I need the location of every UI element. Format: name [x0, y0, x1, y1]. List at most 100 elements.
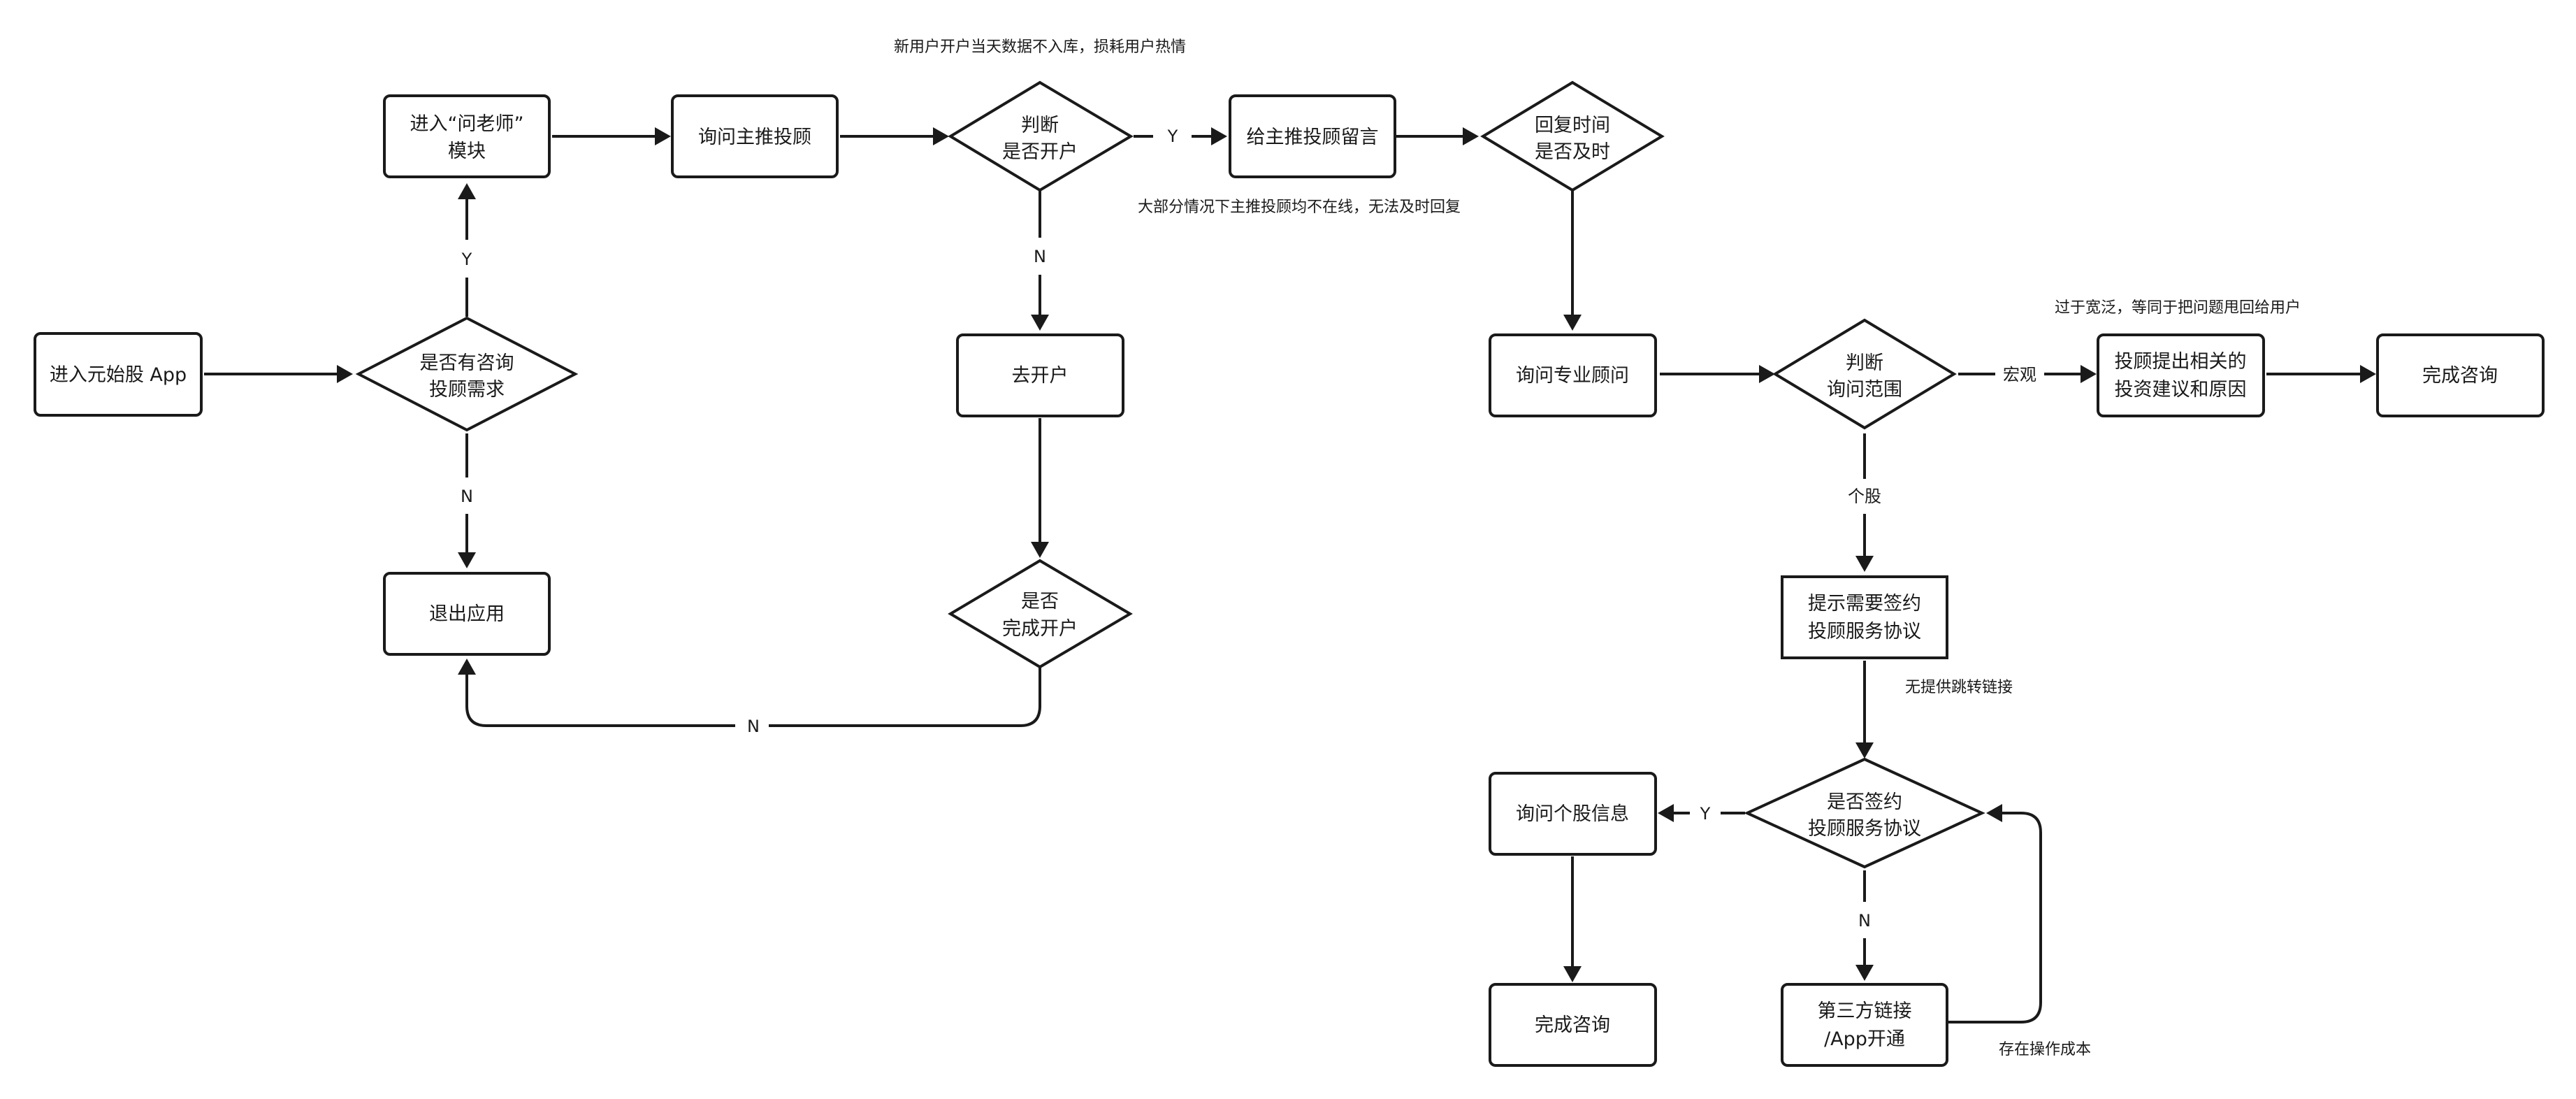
node-open-account-line-1: 去开户 [1012, 365, 1069, 387]
node-judge-scope-diamond [1772, 318, 1957, 430]
node-ask-main-advisor-line-1: 询问主推投顾 [698, 127, 811, 148]
node-signed-diamond [1744, 757, 1985, 869]
node-reply-timely-line-2: 是否及时 [1535, 141, 1610, 163]
edges [204, 127, 2376, 1023]
arrowhead [655, 127, 671, 145]
node-ask-teacher-line-2: 模块 [448, 141, 486, 162]
note-new-user: 新用户开户当天数据不入库，损耗用户热情 [894, 38, 1186, 56]
node-third-party-line-2: /App开通 [1824, 1028, 1905, 1050]
edge-labels: Y N Y N N 宏观 个股 Y N [461, 127, 2036, 931]
node-judge-scope-line-2: 询问范围 [1827, 379, 1902, 401]
edge-label-account-no: N [1034, 247, 1046, 266]
edge-label-need-no: N [461, 487, 473, 506]
node-stock-info-line-1: 询问个股信息 [1516, 803, 1629, 825]
arrowhead [1031, 315, 1049, 331]
node-ask-pro-line-1: 询问专业顾问 [1516, 365, 1629, 387]
node-enter-app: 进入元始股 App [34, 332, 203, 417]
note-op-cost: 存在操作成本 [1999, 1041, 2091, 1058]
arrowhead [1986, 804, 2002, 822]
node-advice-box [2097, 333, 2265, 417]
node-reply-timely: 回复时间 是否及时 [1480, 80, 1665, 192]
node-leave-message-box [1229, 94, 1396, 178]
node-account-done-line-2: 完成开户 [1002, 618, 1078, 640]
edge-label-done-no: N [747, 717, 760, 736]
arrowhead [1855, 742, 1874, 759]
node-account-done: 是否 完成开户 [948, 559, 1133, 669]
node-open-account-box [956, 333, 1124, 417]
node-advice-line-1: 投顾提出相关的 [2115, 351, 2247, 373]
node-done-1-line-1: 完成咨询 [2422, 365, 2498, 387]
node-exit-app: 退出应用 [383, 572, 551, 656]
note-offline: 大部分情况下主推投顾均不在线，无法及时回复 [1138, 199, 1461, 216]
node-leave-message: 给主推投顾留言 [1229, 94, 1396, 178]
node-ask-pro: 询问专业顾问 [1489, 333, 1657, 417]
edge-label-scope-stock: 个股 [1848, 487, 1881, 506]
node-judge-account-diamond [948, 80, 1134, 192]
edge-third-loop [1948, 812, 2042, 1023]
node-third-party: 第三方链接 /App开通 [1781, 983, 1948, 1067]
node-done-2-line-1: 完成咨询 [1535, 1014, 1610, 1036]
node-advice: 投顾提出相关的 投资建议和原因 [2097, 333, 2265, 417]
node-enter-app-box [34, 332, 203, 417]
node-open-account: 去开户 [956, 333, 1124, 417]
node-judge-scope: 判断 询问范围 [1772, 318, 1957, 430]
edge-done-no-left [465, 675, 735, 727]
node-ask-main-advisor-box [671, 94, 839, 178]
node-advice-line-2: 投资建议和原因 [2115, 379, 2247, 401]
node-ask-teacher: 进入“问老师” 模块 [383, 94, 551, 178]
node-ask-pro-box [1489, 333, 1657, 417]
edge-label-scope-macro: 宏观 [2003, 365, 2036, 385]
arrowhead [1031, 542, 1049, 558]
arrowhead [2360, 365, 2376, 383]
edge-label-signed-yes: Y [1700, 804, 1711, 824]
node-sign-hint-line-2: 投顾服务协议 [1808, 621, 1921, 642]
arrowhead [1759, 365, 1775, 383]
arrowhead [458, 659, 476, 675]
arrowhead [1463, 127, 1479, 145]
arrowhead [1563, 315, 1582, 331]
arrowhead [337, 365, 353, 383]
node-leave-message-line-1: 给主推投顾留言 [1247, 127, 1379, 148]
arrowhead [1211, 127, 1227, 145]
node-stock-info-box [1489, 772, 1657, 856]
node-ask-teacher-line-1: 进入“问老师” [410, 113, 524, 135]
node-sign-hint: 提示需要签约 投顾服务协议 [1781, 575, 1948, 659]
node-account-done-line-1: 是否 [1021, 591, 1059, 612]
node-ask-teacher-box [383, 94, 551, 178]
node-judge-account-line-1: 判断 [1021, 115, 1059, 136]
node-signed: 是否签约 投顾服务协议 [1744, 757, 1985, 869]
arrowhead [458, 183, 476, 199]
node-need-consult-diamond [355, 316, 579, 432]
edge-label-signed-no: N [1858, 911, 1871, 931]
note-too-broad: 过于宽泛，等同于把问题甩回给用户 [2055, 299, 2301, 317]
arrowhead [1563, 966, 1582, 982]
node-done-2-box [1489, 983, 1657, 1067]
arrowhead [2081, 365, 2097, 383]
node-need-consult: 是否有咨询 投顾需求 [355, 316, 579, 432]
edge-label-account-yes: Y [1167, 127, 1178, 146]
node-judge-account-line-2: 是否开户 [1002, 141, 1078, 163]
nodes: 进入元始股 App 是否有咨询 投顾需求 进入“问老师” 模块 退出应用 询问主… [34, 80, 2545, 1067]
edge-done-no [769, 668, 1041, 727]
node-sign-hint-box [1781, 575, 1948, 659]
node-signed-line-2: 投顾服务协议 [1808, 818, 1921, 840]
node-done-1-box [2376, 333, 2545, 417]
node-account-done-diamond [948, 559, 1133, 669]
arrowhead [1855, 556, 1874, 572]
node-enter-app-line-1: 进入元始股 App [50, 364, 187, 386]
node-signed-line-1: 是否签约 [1827, 791, 1902, 813]
arrowhead [1658, 804, 1674, 822]
node-judge-account: 判断 是否开户 [948, 80, 1134, 192]
arrowhead [1855, 965, 1874, 981]
node-need-consult-line-1: 是否有咨询 [420, 352, 514, 374]
node-exit-app-line-1: 退出应用 [429, 603, 505, 625]
arrowhead [933, 127, 949, 145]
node-exit-app-box [383, 572, 551, 656]
notes: 新用户开户当天数据不入库，损耗用户热情 大部分情况下主推投顾均不在线，无法及时回… [894, 38, 2301, 1058]
node-judge-scope-line-1: 判断 [1846, 352, 1883, 374]
node-ask-main-advisor: 询问主推投顾 [671, 94, 839, 178]
node-third-party-box [1781, 983, 1948, 1067]
node-done-1: 完成咨询 [2376, 333, 2545, 417]
arrowhead [458, 552, 476, 568]
